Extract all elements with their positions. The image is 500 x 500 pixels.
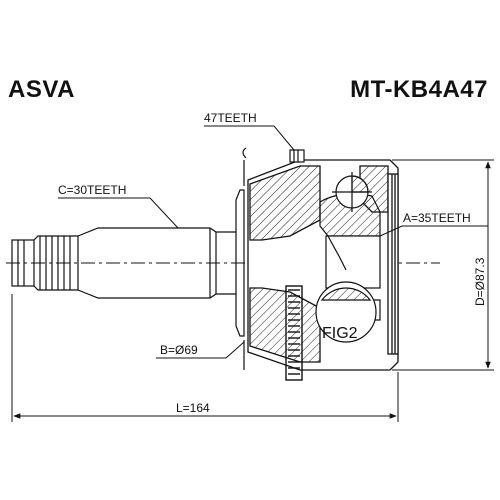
leader-shaft-spline [58,197,179,229]
tooth-marker [289,149,305,163]
shaft-spline-label: C=30TEETH [58,183,126,197]
brand-name: ASVA [8,76,75,103]
part-number: MT-KB4A47 [350,76,488,103]
leader-seal-diameter [156,341,245,359]
diameter-dimension [392,159,494,371]
shaft-body [77,227,237,299]
figure-label: FIG2 [322,325,358,342]
fig2-detail [315,281,377,343]
abs-teeth-label: 47TEETH [204,111,257,125]
boot-flange [235,147,247,370]
joint-spline-label: A=35TEETH [403,211,471,225]
leader-abs-teeth [204,125,295,151]
leader-joint-spline [379,225,488,237]
seal-diameter-label: B=Ø69 [160,343,198,357]
ball-bearing [332,172,372,212]
diameter-label: D=Ø87.3 [473,257,487,306]
length-dimension [11,294,399,422]
length-label: L=164 [176,401,210,415]
spline-shaft-end [11,235,79,291]
abs-tone-ring [285,285,303,381]
